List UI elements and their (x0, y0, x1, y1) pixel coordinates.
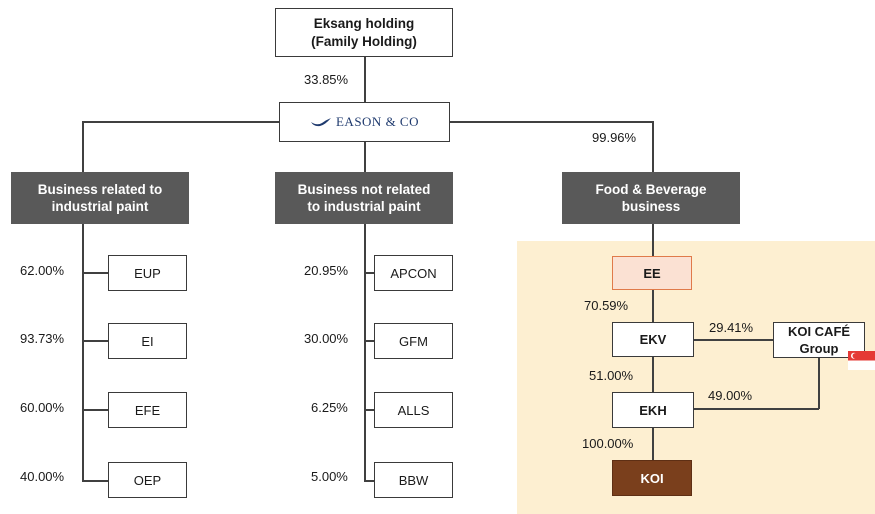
connector-paint-spine (82, 224, 84, 481)
category-food-beverage: Food & Beverage business (562, 172, 740, 224)
nonpaint-pct-bbw: 5.00% (311, 469, 348, 484)
connector-ekh-koicafe (694, 408, 819, 410)
fb-background-panel (517, 241, 875, 514)
company-ei: EI (108, 323, 187, 359)
koi-cafe-line1: KOI CAFÉ (787, 324, 851, 339)
connector-ekv-koicafe (694, 339, 773, 341)
connector-nonpaint-spine (364, 224, 366, 481)
nonpaint-pct-apcon: 20.95% (304, 263, 349, 278)
holding-box: Eksang holding (Family Holding) (275, 8, 453, 57)
fb-pct-ekh-koi: 100.00% (582, 436, 634, 451)
connector-koicafe-down (818, 358, 820, 409)
connector-nonpaint-bbw (364, 480, 374, 482)
holding-percentage: 33.85% (304, 72, 349, 87)
connector-eason-down (364, 142, 366, 172)
company-oep-label: OEP (133, 472, 162, 488)
category-fb-line2: business (621, 199, 681, 214)
company-alls: ALLS (374, 392, 453, 428)
fb-pct-ekh-koicafe: 49.00% (708, 388, 753, 403)
connector-paint-ei (82, 340, 108, 342)
company-efe-label: EFE (134, 402, 161, 418)
paint-pct-efe: 60.00% (20, 400, 65, 415)
nonpaint-pct-gfm: 30.00% (304, 331, 349, 346)
company-eup: EUP (108, 255, 187, 291)
company-ekh-label: EKH (639, 402, 667, 418)
connector-ekv-ekh (652, 357, 654, 392)
company-bbw: BBW (374, 462, 453, 498)
paint-pct-ei: 93.73% (20, 331, 65, 346)
paint-pct-oep: 40.00% (20, 469, 65, 484)
company-apcon-label: APCON (390, 265, 437, 281)
connector-nonpaint-alls (364, 409, 374, 411)
connector-paint-efe (82, 409, 108, 411)
company-koi: KOI (612, 460, 692, 496)
fb-pct-ee-ekv: 70.59% (584, 298, 629, 313)
singapore-flag-icon (848, 351, 875, 370)
company-oep: OEP (108, 462, 187, 498)
wing-logo-icon (310, 116, 332, 128)
connector-holding-eason (364, 57, 366, 102)
connector-nonpaint-gfm (364, 340, 374, 342)
fb-percentage: 99.96% (592, 130, 637, 145)
company-ekv: EKV (612, 322, 694, 357)
connector-nonpaint-apcon (364, 272, 374, 274)
company-ekv-label: EKV (639, 332, 667, 347)
company-ee-label: EE (643, 265, 661, 281)
company-bbw-label: BBW (398, 472, 429, 488)
company-alls-label: ALLS (397, 402, 430, 418)
connector-paint-oep (82, 480, 108, 482)
category-paint-line1: Business related to (37, 182, 163, 197)
connector-ee-ekv (652, 290, 654, 322)
connector-ekh-koi (652, 428, 654, 460)
eason-logo-box: EASON & CO (279, 102, 450, 142)
company-koi-cafe-group: KOI CAFÉ Group (773, 322, 865, 358)
connector-left-down (82, 121, 84, 172)
nonpaint-pct-alls: 6.25% (311, 400, 348, 415)
connector-paint-eup (82, 272, 108, 274)
koi-cafe-line2: Group (799, 341, 839, 356)
company-apcon: APCON (374, 255, 453, 291)
company-gfm: GFM (374, 323, 453, 359)
connector-eason-right (450, 121, 653, 123)
category-nonpaint-line2: to industrial paint (307, 199, 421, 214)
holding-name: Eksang holding (313, 15, 415, 31)
company-koi-label: KOI (640, 470, 664, 486)
company-efe: EFE (108, 392, 187, 428)
category-paint-line2: industrial paint (51, 199, 149, 214)
connector-eason-left (82, 121, 279, 123)
connector-right-down (652, 121, 654, 172)
company-ei-label: EI (141, 333, 154, 349)
fb-pct-ekv-ekh: 51.00% (589, 368, 634, 383)
category-industrial-paint: Business related to industrial paint (11, 172, 189, 224)
company-gfm-label: GFM (399, 333, 428, 349)
company-ekh: EKH (612, 392, 694, 428)
company-eup-label: EUP (134, 265, 161, 281)
fb-pct-ekv-koicafe: 29.41% (709, 320, 754, 335)
paint-pct-eup: 62.00% (20, 263, 65, 278)
category-nonpaint-line1: Business not related (297, 182, 431, 197)
category-fb-line1: Food & Beverage (595, 182, 707, 197)
company-ee: EE (612, 256, 692, 290)
eason-logo-text: EASON & CO (335, 114, 419, 129)
connector-fb-ee (652, 224, 654, 256)
category-non-industrial-paint: Business not related to industrial paint (275, 172, 453, 224)
holding-subtitle: (Family Holding) (311, 33, 417, 49)
